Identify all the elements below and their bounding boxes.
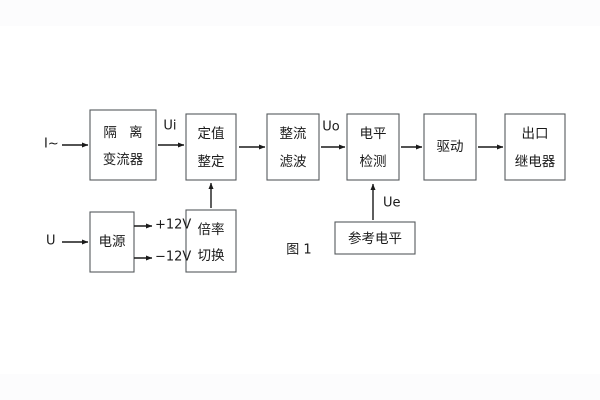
label-isolation-ct-line2: 变流器 — [103, 152, 144, 168]
block-drive — [423, 113, 477, 181]
label-rail-positive: +12V — [155, 218, 191, 233]
block-rectify-filter — [266, 113, 320, 181]
label-ui: Ui — [163, 119, 176, 134]
label-power-supply: 电源 — [99, 234, 126, 250]
label-output-relay-line1: 出口 — [522, 126, 549, 142]
block-output-relay — [504, 113, 566, 181]
label-rectify-filter-line1: 整流 — [280, 126, 307, 142]
block-power-supply — [89, 211, 135, 273]
label-multiplier-switch-line2: 切换 — [198, 248, 225, 264]
label-setting-value-line1: 定值 — [198, 126, 225, 142]
label-level-detect-line2: 检测 — [360, 154, 387, 170]
block-isolation-ct — [89, 109, 157, 181]
label-isolation-ct-line1: 隔 离 — [103, 124, 146, 141]
label-level-detect-line1: 电平 — [360, 126, 387, 142]
figure-caption: 图 1 — [286, 243, 311, 258]
block-reference-level — [334, 221, 416, 255]
label-rail-negative: −12V — [155, 250, 191, 265]
label-drive: 驱动 — [437, 139, 464, 155]
label-setting-value-line2: 整定 — [198, 154, 225, 170]
block-multiplier-switch — [185, 209, 237, 273]
label-input-voltage: U — [46, 234, 56, 249]
top-letterbox-band — [0, 0, 600, 26]
label-ue: Ue — [383, 196, 401, 211]
label-multiplier-switch-line1: 倍率 — [198, 221, 225, 238]
bottom-letterbox-band — [0, 374, 600, 400]
block-setting-value — [185, 113, 237, 181]
block-level-detect — [346, 113, 400, 181]
label-rectify-filter-line2: 滤波 — [280, 154, 307, 170]
label-input-current: I~ — [44, 137, 59, 152]
label-output-relay-line2: 继电器 — [515, 154, 556, 170]
label-uo: Uo — [322, 120, 340, 135]
label-reference-level: 参考电平 — [348, 230, 402, 247]
